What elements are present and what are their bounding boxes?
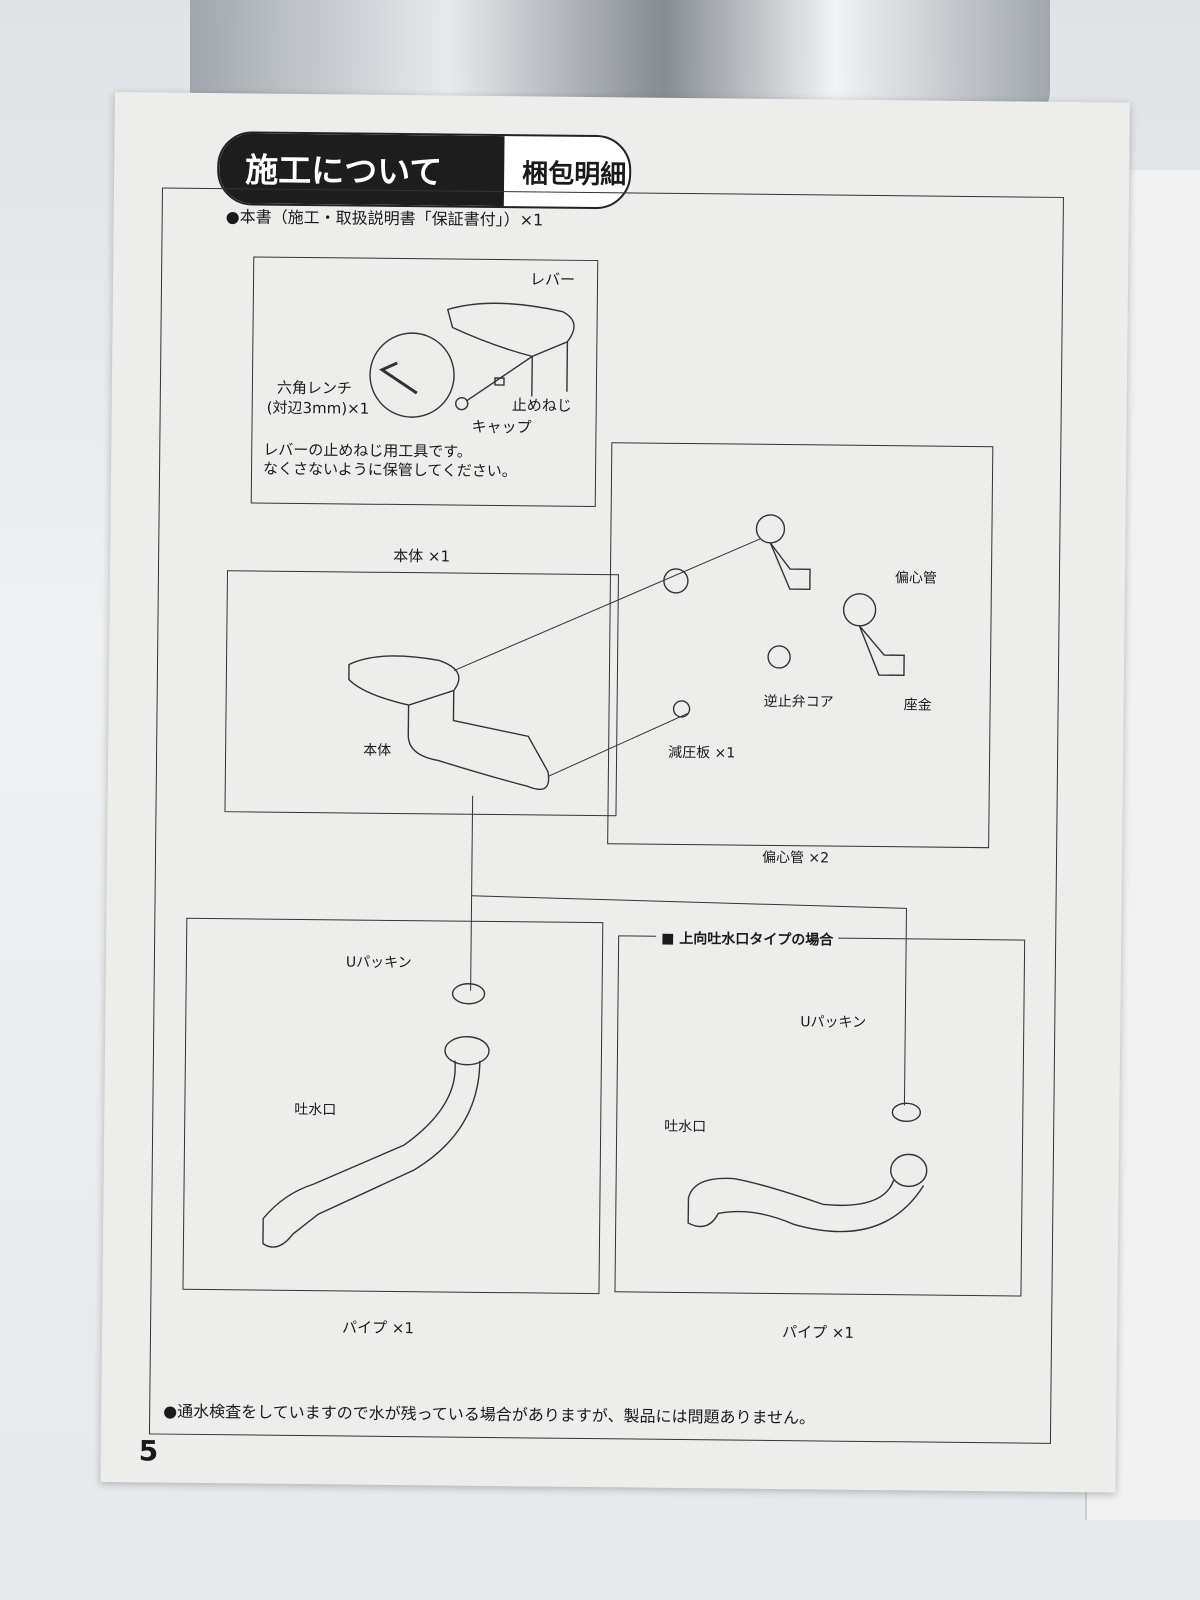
reducer-plate-drawing bbox=[672, 700, 691, 718]
body-caption: 本体 ×1 bbox=[393, 546, 451, 566]
wrench-magnifier-circle bbox=[369, 332, 455, 418]
lever-drawing bbox=[446, 302, 575, 358]
hex-wrench-icon bbox=[379, 361, 418, 395]
parts-box bbox=[607, 442, 994, 849]
parts-caption: 偏心管 ×2 bbox=[761, 849, 830, 867]
lever-body-lines bbox=[531, 341, 569, 397]
tool-note-2: なくさないように保管してください。 bbox=[262, 459, 517, 481]
reducer-label: 減圧板 ×1 bbox=[668, 744, 736, 762]
page-number: 5 bbox=[138, 1434, 159, 1468]
left-pipe-caption: パイプ ×1 bbox=[341, 1318, 415, 1338]
body-lever-drawing bbox=[348, 655, 460, 706]
wrench-label: 六角レンチ bbox=[276, 378, 353, 398]
left-packing-label: Uパッキン bbox=[345, 954, 412, 972]
right-spout-drawing bbox=[687, 1177, 925, 1233]
body-box bbox=[224, 570, 619, 817]
left-spout-label: 吐水口 bbox=[294, 1101, 337, 1119]
right-box-heading: ■ 上向吐水口タイプの場合 bbox=[656, 927, 839, 950]
right-packing-label: Uパッキン bbox=[800, 1014, 867, 1031]
set-screw-label: 止めねじ bbox=[511, 396, 572, 415]
body-drawing bbox=[407, 690, 550, 790]
check-valve-label: 逆止弁コア bbox=[763, 693, 834, 711]
right-spout-label: 吐水口 bbox=[664, 1118, 707, 1136]
lever-label: レバー bbox=[529, 270, 576, 289]
left-spout-drawing bbox=[262, 1060, 481, 1248]
pipe-box-left bbox=[182, 917, 604, 1295]
wrench-size: (対辺3mm)×1 bbox=[266, 398, 370, 418]
washer-label: 座金 bbox=[903, 697, 932, 714]
diagram-lines bbox=[262, 302, 928, 1248]
body-label: 本体 bbox=[363, 742, 392, 759]
set-screw-drawing bbox=[494, 377, 505, 386]
cap-label: キャップ bbox=[471, 417, 532, 437]
cap-drawing bbox=[455, 396, 469, 411]
eccentric-pipe-label: 偏心管 bbox=[894, 570, 938, 587]
right-pipe-caption: パイプ ×1 bbox=[781, 1323, 855, 1342]
manual-page: 施工について 梱包明細 ●本書（施工・取扱説明書「保証書付」）×1 bbox=[100, 92, 1130, 1493]
